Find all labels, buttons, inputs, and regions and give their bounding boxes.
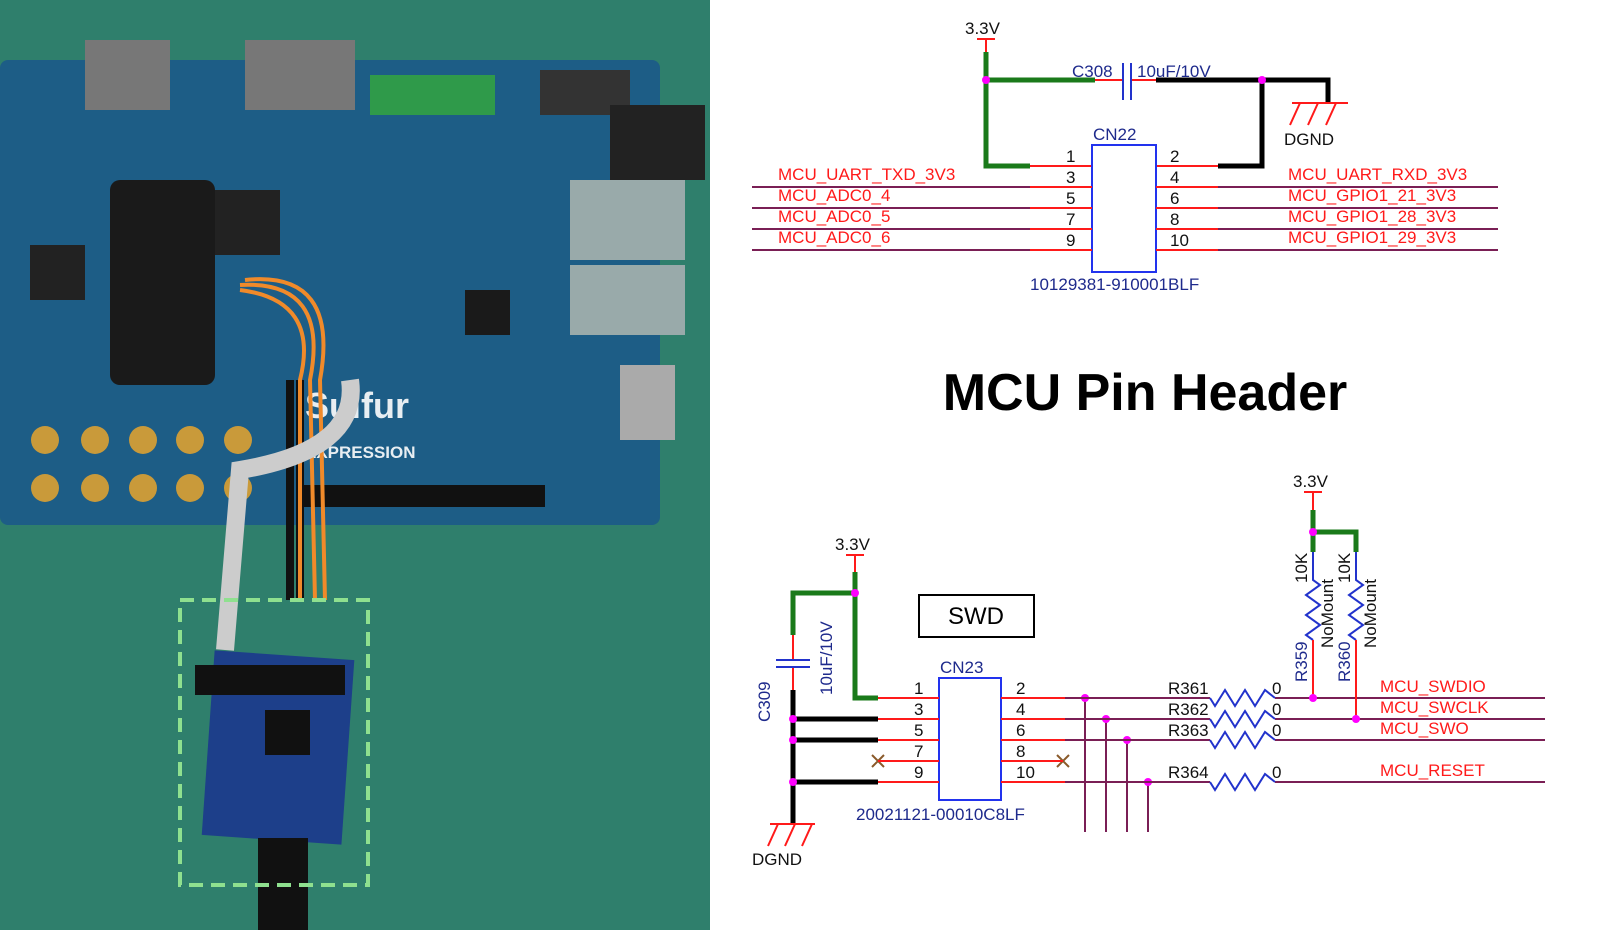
connector-part: 20021121-00010C8LF <box>856 805 1025 824</box>
resistor-ref: R364 <box>1168 763 1209 782</box>
connector-cn22 <box>1091 144 1157 273</box>
resistor-r362 <box>1209 709 1276 729</box>
db9-connector <box>85 40 170 110</box>
connector-cn23 <box>938 677 1002 801</box>
inductor <box>30 245 85 300</box>
power-label: 3.3V <box>1293 472 1329 491</box>
cap-ref: C308 <box>1072 62 1113 81</box>
pin-number: 4 <box>1016 700 1025 719</box>
pin-number: 10 <box>1170 231 1189 250</box>
pin-number: 6 <box>1170 189 1179 208</box>
connector-part: 10129381-910001BLF <box>1030 275 1199 294</box>
chip <box>215 190 280 255</box>
net-label: MCU_UART_TXD_3V3 <box>778 165 955 184</box>
net-label: MCU_SWO <box>1380 719 1469 738</box>
pin-number: 2 <box>1170 147 1179 166</box>
hdmi-port <box>620 365 675 440</box>
resistor-note: NoMount <box>1361 579 1380 648</box>
net-label: MCU_SWCLK <box>1380 698 1489 717</box>
resistor-ref: R361 <box>1168 679 1209 698</box>
board-sub: EXPRESSION <box>305 443 416 462</box>
pin-number: 9 <box>1066 231 1075 250</box>
net-label: MCU_ADC0_6 <box>778 228 890 247</box>
power-label: 3.3V <box>965 19 1001 38</box>
resistor-r361 <box>1209 688 1276 708</box>
rj45-jack <box>610 105 705 180</box>
pin-number: 2 <box>1016 679 1025 698</box>
pin-number: 4 <box>1170 168 1179 187</box>
ground-symbol <box>1156 102 1348 167</box>
ground-label: DGND <box>752 850 802 869</box>
cn23-schematic: SWD 3.3V C309 10uF/10V DGND CN23 2002112… <box>752 472 1545 869</box>
net-label: MCU_ADC0_4 <box>778 186 890 205</box>
resistor-r360 <box>1347 552 1365 641</box>
power-label: 3.3V <box>835 535 871 554</box>
ribbon-cable <box>216 378 360 651</box>
pin-number: 9 <box>914 763 923 782</box>
pin-number: 3 <box>1066 168 1075 187</box>
resistor-r364 <box>1209 772 1276 792</box>
resistor-value: 0 <box>1272 679 1281 698</box>
pin-number: 10 <box>1016 763 1035 782</box>
pin-header <box>300 485 545 507</box>
ground-symbol <box>767 823 815 847</box>
net-label: MCU_GPIO1_29_3V3 <box>1288 228 1456 247</box>
ground-label: DGND <box>1284 130 1334 149</box>
pin-number: 5 <box>1066 189 1075 208</box>
cap-ref: C309 <box>755 681 774 722</box>
debugger-chip <box>265 710 310 755</box>
resistor-ref: R360 <box>1335 641 1354 682</box>
pcb-board <box>0 60 660 525</box>
debugger-header <box>195 665 345 695</box>
resistor-ref: R359 <box>1292 641 1311 682</box>
pin-number: 7 <box>1066 210 1075 229</box>
resistor-value: 10K <box>1292 552 1311 583</box>
terminal-block <box>370 75 495 115</box>
net-label: MCU_GPIO1_28_3V3 <box>1288 207 1456 226</box>
pin-number: 5 <box>914 721 923 740</box>
cap-value: 10uF/10V <box>1137 62 1211 81</box>
resistor-value: 0 <box>1272 700 1281 719</box>
usb-port <box>570 265 685 335</box>
board-photo: Sulfur EXPRESSION <box>0 0 710 930</box>
connector-ref: CN23 <box>940 658 983 677</box>
db9-connector <box>245 40 355 110</box>
resistor-r359 <box>1304 552 1322 641</box>
cap-value: 10uF/10V <box>817 621 836 695</box>
resistor-value: 10K <box>1335 552 1354 583</box>
swd-box <box>918 594 1035 638</box>
net-label: MCU_GPIO1_21_3V3 <box>1288 186 1456 205</box>
net-label: MCU_SWDIO <box>1380 677 1486 696</box>
pin-number: 6 <box>1016 721 1025 740</box>
section-title: MCU Pin Header <box>943 364 1348 422</box>
module <box>110 180 215 385</box>
net-label: MCU_RESET <box>1380 761 1485 780</box>
net-label: MCU_UART_RXD_3V3 <box>1288 165 1467 184</box>
swd-label: SWD <box>948 603 1004 630</box>
capacitor-c309 <box>776 659 810 668</box>
pin-number: 8 <box>1016 742 1025 761</box>
pin-number: 1 <box>1066 147 1075 166</box>
pin-number: 1 <box>914 679 923 698</box>
resistor-ref: R362 <box>1168 700 1209 719</box>
chip <box>465 290 510 335</box>
usb-port <box>570 180 685 260</box>
cn22-schematic: 3.3V C308 10uF/10V DGND CN22 10129381-91… <box>752 19 1498 294</box>
resistor-r363 <box>1209 730 1276 750</box>
connector-ref: CN22 <box>1093 125 1136 144</box>
resistor-value: 0 <box>1272 721 1281 740</box>
resistor-note: NoMount <box>1318 579 1337 648</box>
resistor-ref: R363 <box>1168 721 1209 740</box>
pin-number: 8 <box>1170 210 1179 229</box>
highlight-box <box>178 598 370 887</box>
resistor-value: 0 <box>1272 763 1281 782</box>
pin-number: 7 <box>914 742 923 761</box>
net-label: MCU_ADC0_5 <box>778 207 890 226</box>
jumper-wires <box>239 277 327 601</box>
pin-number: 3 <box>914 700 923 719</box>
capacitor-c308 <box>1122 63 1132 100</box>
